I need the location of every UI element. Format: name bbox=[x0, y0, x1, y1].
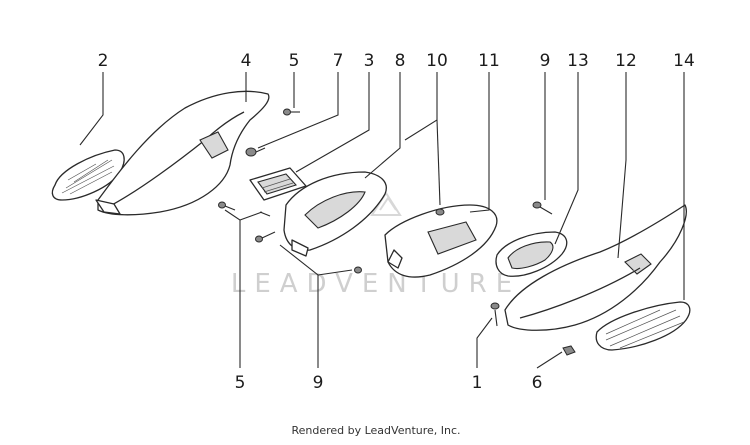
callouts: 2 4 5 7 3 8 10 11 9 13 12 14 5 9 1 6 bbox=[98, 51, 695, 393]
callout-14: 14 bbox=[673, 51, 695, 71]
part-10-clip[interactable] bbox=[435, 208, 445, 216]
callout-5-bottom: 5 bbox=[235, 373, 246, 393]
leader-lines bbox=[79, 72, 685, 369]
part-2-footrest-mat-left[interactable] bbox=[51, 149, 125, 201]
callout-5-top: 5 bbox=[289, 51, 300, 71]
watermark-text: LEADVENTURE bbox=[231, 269, 521, 299]
callout-11: 11 bbox=[478, 51, 500, 71]
callout-13: 13 bbox=[567, 51, 589, 71]
callout-6: 6 bbox=[532, 373, 543, 393]
callout-7: 7 bbox=[333, 51, 344, 71]
callout-9-top: 9 bbox=[540, 51, 551, 71]
part-9-screws-bottom[interactable] bbox=[255, 231, 362, 274]
part-12-side-cover-right[interactable] bbox=[504, 204, 687, 331]
part-1-bolt[interactable] bbox=[490, 302, 500, 327]
callout-9-bottom: 9 bbox=[313, 373, 324, 393]
callout-8: 8 bbox=[395, 51, 406, 71]
part-8-inner-panel[interactable] bbox=[283, 171, 387, 257]
part-14-footrest-mat-right[interactable] bbox=[595, 301, 691, 351]
footer-credit: Rendered by LeadVenture, Inc. bbox=[291, 424, 460, 437]
part-13-vent-box[interactable] bbox=[495, 231, 568, 277]
callout-2: 2 bbox=[98, 51, 109, 71]
part-3-vent-grille[interactable] bbox=[249, 167, 307, 201]
callout-4: 4 bbox=[241, 51, 252, 71]
part-9-screw-top[interactable] bbox=[532, 201, 553, 215]
callout-3: 3 bbox=[364, 51, 375, 71]
part-6-nut[interactable] bbox=[562, 345, 576, 356]
callout-1: 1 bbox=[472, 373, 483, 393]
part-4-side-cover-left[interactable] bbox=[95, 90, 270, 216]
callout-10: 10 bbox=[426, 51, 448, 71]
part-11-center-panel[interactable] bbox=[384, 204, 498, 278]
part-7-screw[interactable] bbox=[245, 147, 266, 157]
part-5-screws[interactable] bbox=[218, 108, 301, 217]
callout-12: 12 bbox=[615, 51, 637, 71]
